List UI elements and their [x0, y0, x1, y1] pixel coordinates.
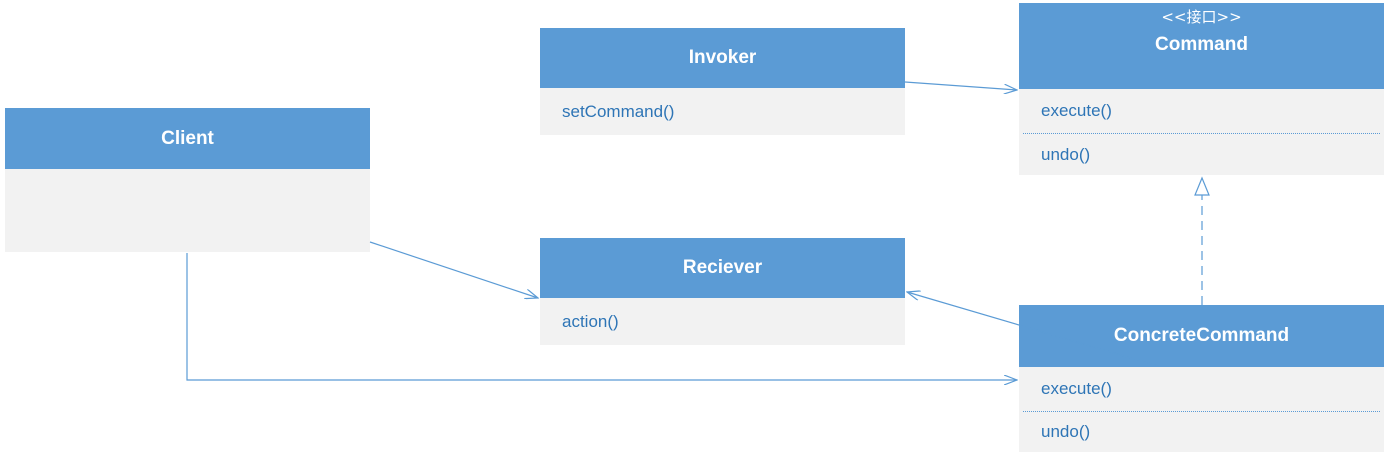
receiver-class-body: action(): [540, 298, 905, 345]
command-interface-header: <<接口>> Command: [1019, 3, 1384, 89]
concrete-command-method-execute: execute(): [1041, 379, 1112, 398]
concrete-command-class[interactable]: ConcreteCommand execute() undo(): [1019, 305, 1384, 452]
command-interface-body: execute() undo(): [1019, 89, 1384, 175]
invoker-to-command-association: [904, 81, 1017, 90]
command-method-undo: undo(): [1041, 144, 1091, 164]
concrete-command-class-name: ConcreteCommand: [1113, 325, 1290, 346]
invoker-class-header: Invoker: [540, 28, 905, 88]
client-class-header: Client: [5, 108, 370, 169]
client-to-receiver-association: [369, 241, 538, 298]
receiver-method: action(): [562, 311, 619, 331]
receiver-class[interactable]: Reciever action(): [540, 238, 905, 345]
receiver-class-name: Reciever: [682, 257, 763, 278]
invoker-class[interactable]: Invoker setCommand(): [540, 28, 905, 135]
invoker-method: setCommand(): [562, 101, 675, 121]
command-method-execute: execute(): [1041, 101, 1112, 120]
command-interface[interactable]: <<接口>> Command execute() undo(): [1019, 3, 1384, 175]
invoker-class-name: Invoker: [688, 47, 757, 68]
client-class-name: Client: [161, 127, 214, 149]
concrete-command-class-header: ConcreteCommand: [1019, 305, 1384, 367]
method-divider: [1023, 133, 1380, 134]
command-interface-name: Command: [1155, 34, 1248, 55]
client-class[interactable]: Client: [5, 108, 370, 252]
receiver-class-header: Reciever: [540, 238, 905, 298]
concrete-command-method-undo: undo(): [1041, 422, 1091, 441]
method-divider: [1023, 411, 1380, 412]
realization-triangle-head: [1194, 176, 1210, 196]
client-class-body: [5, 169, 370, 252]
invoker-class-body: setCommand(): [540, 88, 905, 135]
concrete-command-class-body: execute() undo(): [1019, 367, 1384, 452]
interface-stereotype: <<接口>>: [1161, 8, 1242, 26]
